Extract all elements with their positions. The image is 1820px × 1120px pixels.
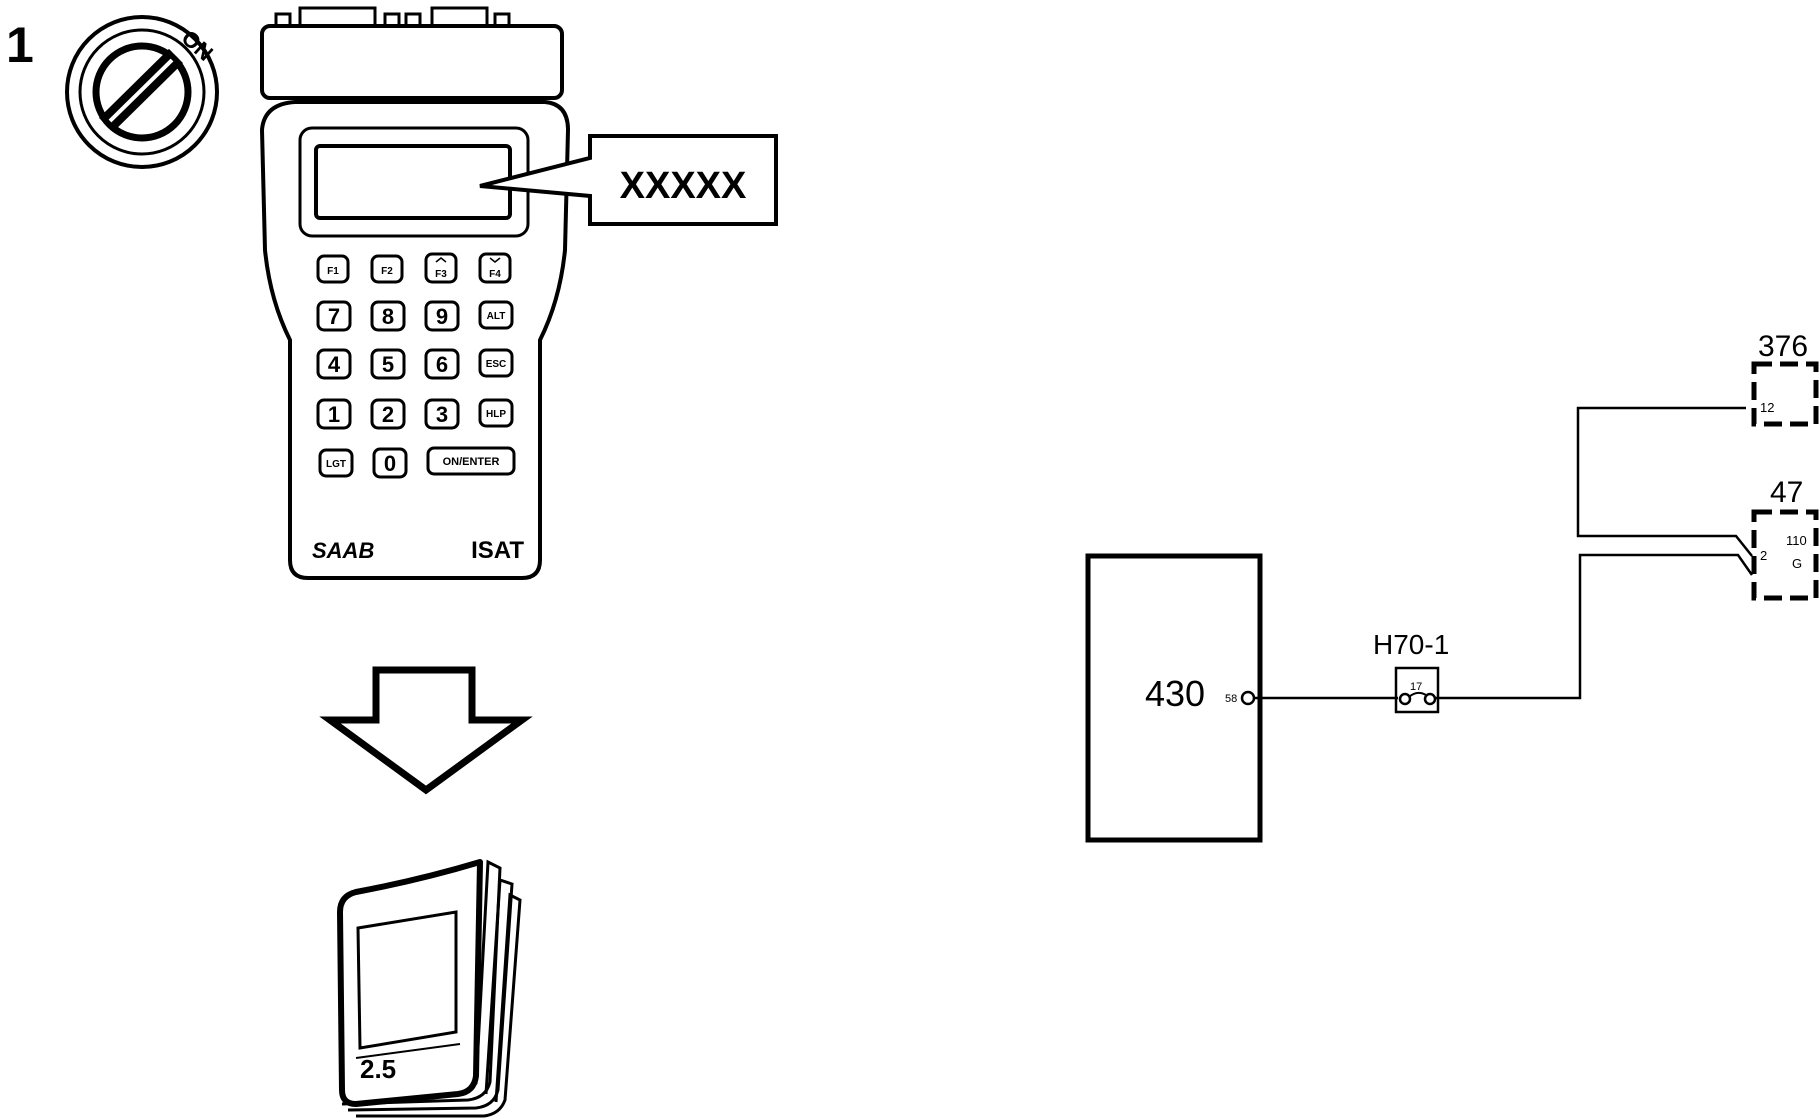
display-callout: XXXXX: [479, 134, 778, 226]
key-7-label: 7: [328, 304, 340, 329]
connector-h70-1-box: [1394, 666, 1440, 714]
key-9-label: 9: [436, 304, 448, 329]
component-47-pin: 2: [1760, 548, 1767, 563]
key-f4-label: F4: [489, 269, 501, 280]
key-f2: F2: [370, 254, 404, 284]
caret-down-icon: [489, 257, 501, 263]
key-4-label: 4: [328, 352, 341, 377]
component-47-box: [1751, 509, 1819, 601]
key-on-enter: ON/ENTER: [426, 446, 516, 476]
key-9: 9: [424, 300, 460, 332]
manual-booklet-icon: 2.5: [337, 859, 522, 1118]
key-f3-label: F3: [435, 269, 447, 280]
key-lgt: LGT: [318, 448, 354, 478]
key-3: 3: [424, 398, 460, 430]
key-1: 1: [316, 398, 352, 430]
tester-device: [259, 6, 571, 580]
key-f2-label: F2: [381, 266, 393, 277]
key-3-label: 3: [436, 402, 448, 427]
key-6: 6: [424, 348, 460, 380]
key-hlp-label: HLP: [486, 409, 506, 420]
component-430-label: 430: [1145, 673, 1205, 714]
key-alt: ALT: [478, 300, 514, 330]
key-0: 0: [372, 447, 408, 479]
key-5-label: 5: [382, 352, 394, 377]
key-5: 5: [370, 348, 406, 380]
component-376-label: 376: [1758, 330, 1808, 363]
key-2: 2: [370, 398, 406, 430]
key-esc-label: ESC: [486, 359, 507, 370]
key-8-label: 8: [382, 304, 394, 329]
key-f3: F3: [424, 252, 458, 284]
component-47-label: 47: [1770, 476, 1803, 509]
wiring-schematic: 430 58 H70-1 17 376 12 47 2 110 G: [1085, 330, 1819, 843]
key-2-label: 2: [382, 402, 394, 427]
step-number: 1: [6, 17, 34, 73]
arrow-down-icon: [319, 666, 533, 795]
terminal-430-58: [1240, 690, 1256, 706]
component-430-pin: 58: [1225, 693, 1237, 705]
component-376-box: [1751, 361, 1819, 427]
key-f1-label: F1: [327, 266, 339, 277]
key-f4: F4: [478, 252, 512, 284]
key-6-label: 6: [436, 352, 448, 377]
tester-keypad: F1 F2 F3 F4 7 8 9 A: [316, 252, 516, 479]
tester-brand: SAAB: [312, 538, 374, 563]
ignition-key-icon: ON: [65, 15, 219, 169]
key-hlp: HLP: [478, 398, 514, 428]
key-8: 8: [370, 300, 406, 332]
key-lgt-label: LGT: [326, 459, 346, 470]
caret-up-icon: [435, 257, 447, 263]
connector-h70-1-pin: 17: [1410, 681, 1422, 693]
tester-model: ISAT: [471, 537, 524, 564]
key-1-label: 1: [328, 402, 340, 427]
manual-label: 2.5: [360, 1054, 396, 1084]
component-376-pin: 12: [1760, 400, 1774, 415]
key-7: 7: [316, 300, 352, 332]
display-callout-text: XXXXX: [620, 165, 747, 207]
key-alt-label: ALT: [487, 311, 506, 322]
key-0-label: 0: [384, 451, 396, 476]
component-47-pin-alt: 110: [1786, 533, 1807, 548]
key-f1: F1: [316, 254, 350, 284]
component-47-pin-sub: G: [1792, 556, 1802, 571]
key-4: 4: [316, 348, 352, 380]
connector-h70-1-label: H70-1: [1373, 629, 1449, 660]
key-on-enter-label: ON/ENTER: [443, 456, 500, 468]
key-esc: ESC: [478, 348, 514, 378]
